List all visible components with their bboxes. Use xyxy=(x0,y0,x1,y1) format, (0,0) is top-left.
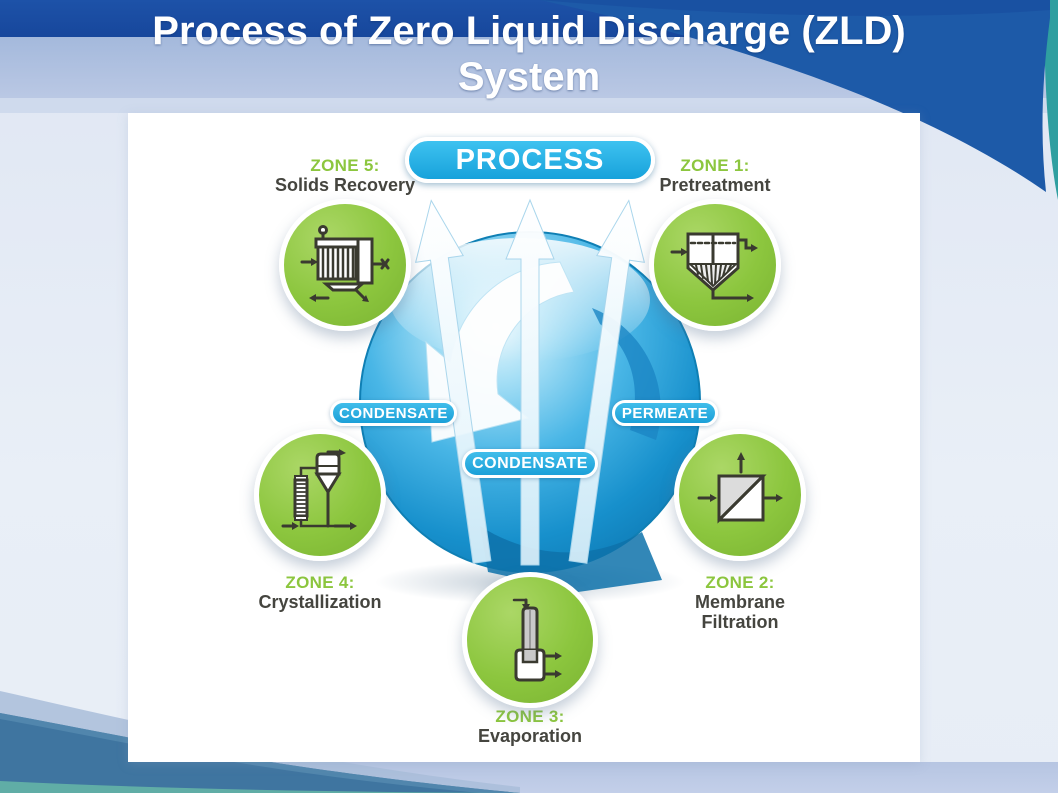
evaporator-icon xyxy=(512,598,562,682)
clarifier-icon xyxy=(670,232,758,302)
crystallizer-icon xyxy=(281,449,357,530)
zone4-label: ZONE 4: Crystallization xyxy=(220,573,420,612)
slide-title-text: Process of Zero Liquid Discharge (ZLD) S… xyxy=(152,9,906,99)
footer-band xyxy=(0,762,1058,793)
zone4-number: ZONE 4: xyxy=(285,573,355,592)
header-band-light xyxy=(0,98,1058,113)
zone1-number: ZONE 1: xyxy=(680,156,750,175)
condensate-left-pill: CONDENSATE xyxy=(330,400,457,426)
condensate-left-label: CONDENSATE xyxy=(339,404,448,422)
zone2-label: ZONE 2: Membrane Filtration xyxy=(640,573,840,632)
zone2-circle xyxy=(674,429,806,561)
filter-press-icon xyxy=(300,225,390,302)
zone3-circle xyxy=(462,572,598,708)
zone3-number: ZONE 3: xyxy=(495,707,565,726)
zone1-label: ZONE 1: Pretreatment xyxy=(615,156,815,195)
zone4-name: Crystallization xyxy=(258,592,382,613)
condensate-center-label: CONDENSATE xyxy=(472,454,588,472)
diagram-panel: PROCESS ZONE 5: Solids Recovery ZONE 1: … xyxy=(128,113,920,762)
zone1-circle xyxy=(649,199,781,331)
zone5-number: ZONE 5: xyxy=(310,156,380,175)
zone2-number: ZONE 2: xyxy=(705,573,775,592)
permeate-pill: PERMEATE xyxy=(612,400,718,426)
zone4-circle xyxy=(254,429,386,561)
zone5-label: ZONE 5: Solids Recovery xyxy=(245,156,445,195)
membrane-icon xyxy=(697,452,783,524)
zone3-name: Evaporation xyxy=(477,726,583,747)
zone5-name: Solids Recovery xyxy=(274,175,416,196)
zone3-label: ZONE 3: Evaporation xyxy=(430,707,630,746)
zone2-name: Membrane Filtration xyxy=(694,592,786,633)
permeate-label: PERMEATE xyxy=(621,404,709,422)
zone1-name: Pretreatment xyxy=(659,175,771,196)
condensate-center-pill: CONDENSATE xyxy=(462,449,598,478)
process-banner-label: PROCESS xyxy=(455,143,605,176)
zone5-circle xyxy=(279,199,411,331)
slide-title: Process of Zero Liquid Discharge (ZLD) S… xyxy=(0,8,1058,100)
